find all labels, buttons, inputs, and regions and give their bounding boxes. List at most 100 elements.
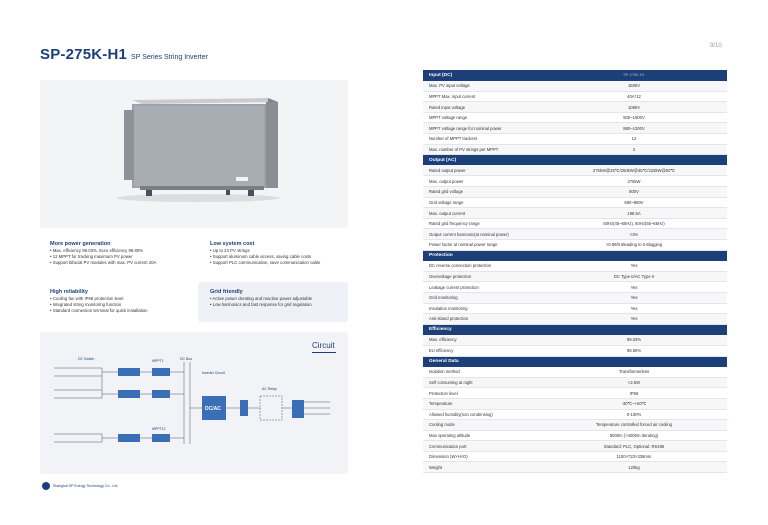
series-subtitle: SP Series String Inverter — [131, 54, 208, 61]
spec-section-header: Input (DC)SP-275K-H1 — [423, 70, 727, 81]
feature-title: Grid friendly — [210, 289, 243, 295]
circuit-diagram: DC Switch MPPT1 MPPT12 DC Bus Inverter C… — [54, 357, 330, 444]
spec-label: Weight — [423, 461, 541, 474]
spec-label: EU efficiency — [423, 345, 541, 357]
spec-value: 50Hz(45~55Hz), 60Hz(55~65Hz) — [541, 218, 727, 230]
spec-label: Max. output power — [423, 175, 541, 188]
feature-item: Max. efficiency 99.03%, Euro efficiency … — [50, 248, 156, 254]
spec-value: 99.03% — [541, 334, 727, 346]
spec-value: 0-100% — [541, 409, 727, 421]
spec-row: Temperature-30℃~+60℃ — [423, 398, 727, 410]
spec-value: <2.5W — [541, 377, 727, 389]
feature-item: Low harmonics and fast response for grid… — [210, 302, 312, 308]
spec-label: Protection level — [423, 387, 541, 399]
feature-low-cost: Low system cost Up to 24 PV strings Supp… — [210, 241, 320, 266]
feature-item: 12 MPPT for tracking maximum PV power — [50, 254, 156, 260]
feature-reliability: High reliability Cooling fan with IP68 p… — [50, 289, 148, 314]
spec-value: DC Type II/AC Type II — [541, 271, 727, 283]
company-name: Shanghai SP Energy Technology Co., Ltd. — [53, 484, 119, 488]
feature-item: Support bifacial PV modules with max. PV… — [50, 260, 157, 266]
spec-section-model — [541, 324, 727, 335]
spec-label: Grid voltage range — [423, 197, 541, 209]
spec-value: 198.5A — [541, 207, 727, 219]
spec-section-model — [541, 250, 727, 261]
spec-value: Transformerless — [541, 366, 727, 378]
spec-label: Temperature — [423, 398, 541, 410]
ac-relay-label: AC Relay — [262, 387, 277, 391]
spec-value: 40A*12 — [541, 91, 727, 103]
spec-value: Standard: PLC, Optional: RS485 — [541, 440, 727, 452]
spec-label: Power factor at nominal power range — [423, 239, 541, 251]
feature-title: Low system cost — [210, 241, 255, 247]
spec-section-model — [541, 154, 727, 166]
spec-value: 5000m (>4000m derating) — [541, 430, 727, 442]
spec-label: Number of MPPT trackers — [423, 133, 541, 145]
feature-item: Standard connection terminal for quick i… — [50, 308, 148, 314]
spec-section-header: Efficiency — [423, 324, 727, 335]
spec-label: Rated grid voltage — [423, 186, 541, 198]
inverter-circuit-label: Inverter Circuit — [202, 371, 225, 375]
spec-section-title: Input (DC) — [423, 70, 541, 81]
spec-label: MPPT voltage range for nominal power — [423, 122, 541, 135]
spec-row: Dimension (W×H×D)1100×723×336mm — [423, 451, 727, 463]
product-photo-panel — [40, 80, 348, 228]
spec-value: 2 — [541, 144, 727, 156]
spec-value: 680~880V — [541, 197, 727, 209]
dcac-label: DC/AC — [205, 406, 221, 412]
title-block: SP-275K-H1 SP Series String Inverter — [40, 46, 208, 63]
spec-label: Max. number of PV strings per MPPT — [423, 144, 541, 156]
dc-bus-label: DC Bus — [180, 357, 192, 361]
spec-label: Isolation method — [423, 366, 541, 378]
mppt12-label: MPPT12 — [152, 427, 166, 431]
feature-item: Active power derating and reactive power… — [210, 296, 312, 302]
spec-section-title: Protection — [423, 250, 541, 261]
spec-row: Power factor at nominal power range>0.99… — [423, 239, 727, 251]
spec-value: 275kW@25℃/250kW@45℃/225kW@50℃ — [541, 165, 727, 177]
spec-label: Rated output power — [423, 165, 541, 177]
spec-row: Allowed humidity(non condensing)0-100% — [423, 409, 727, 421]
spec-value: 880~1300V — [541, 122, 727, 135]
spec-label: Max. output current — [423, 207, 541, 219]
spec-value: -30℃~+60℃ — [541, 398, 727, 410]
spec-value: Temperature controlled forced air coolin… — [541, 419, 727, 431]
feature-grid-friendly: Grid friendly Active power derating and … — [210, 289, 312, 308]
circuit-title: Circuit — [312, 341, 335, 350]
spec-label: Output current harmonic(at nominal power… — [423, 228, 541, 240]
spec-section-title: Output (AC) — [423, 154, 541, 166]
spec-label: Max. efficiency — [423, 334, 541, 346]
spec-label: MPPT Max. input current — [423, 91, 541, 103]
feature-title: More power generation — [50, 241, 111, 247]
spec-section-model — [541, 356, 727, 367]
spec-value: Yes — [541, 281, 727, 293]
spec-section-title: Efficiency — [423, 324, 541, 335]
spec-value: 1500V — [541, 80, 727, 92]
spec-label: Cooling mode — [423, 419, 541, 431]
dc-switch-label: DC Switch — [78, 357, 94, 361]
company-logo-icon — [42, 482, 50, 490]
spec-label: Max operating altitude — [423, 430, 541, 442]
spec-value: 12 — [541, 133, 727, 145]
page-number: 9/10 — [710, 43, 722, 49]
spec-row: Output current harmonic(at nominal power… — [423, 228, 727, 240]
inverter-image — [116, 98, 280, 202]
